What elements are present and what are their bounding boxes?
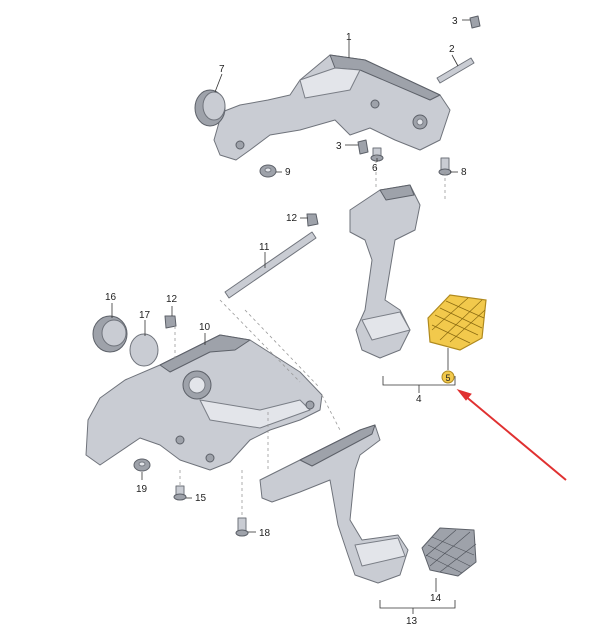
cap-part-17	[129, 333, 159, 367]
leader-lines	[111, 19, 470, 614]
clip-part-3-top	[469, 15, 481, 29]
callout-15: 15	[195, 493, 207, 504]
pedal-pad-part-14	[421, 527, 477, 577]
callout-13: 13	[406, 616, 418, 627]
bolt-part-18	[235, 517, 249, 537]
callout-7: 7	[219, 64, 225, 75]
upper-bearing-bracket	[213, 54, 451, 161]
callout-17: 17	[139, 310, 151, 321]
callout-4: 4	[416, 394, 422, 405]
callout-3-top: 3	[452, 16, 458, 27]
callout-18: 18	[259, 528, 271, 539]
clip-part-12-top	[306, 213, 319, 227]
cap-part-7	[194, 89, 226, 127]
callout-19: 19	[136, 484, 148, 495]
bolt-part-15	[173, 485, 187, 501]
rod-part-11	[224, 231, 317, 299]
clutch-pedal-part-13	[259, 424, 409, 584]
brake-pedal-part-4	[349, 184, 421, 359]
clip-part-3-mid	[357, 139, 369, 155]
callout-9: 9	[285, 167, 291, 178]
callout-2: 2	[449, 44, 455, 55]
nut-part-19	[133, 458, 151, 472]
pin-part-2	[436, 57, 475, 84]
callout-1: 1	[346, 32, 352, 43]
pedal-pad-part-5	[427, 294, 487, 351]
assembly-dashed-lines	[174, 154, 446, 518]
callout-11: 11	[259, 242, 270, 253]
callout-16: 16	[105, 292, 117, 303]
callout-12-lower: 12	[166, 294, 178, 305]
red-pointer-arrow	[456, 389, 567, 481]
callout-labels: 1 2 3 3 4 6 7 8 9 10 11 12 12 13 14 15 1…	[105, 16, 467, 627]
clip-part-12-lower	[164, 315, 177, 329]
callout-5: 5	[445, 373, 450, 383]
callout-5-badge: 5	[441, 370, 455, 384]
callout-3-mid: 3	[336, 141, 342, 152]
callout-14: 14	[430, 593, 442, 604]
callout-8: 8	[461, 167, 467, 178]
nut-part-9	[259, 164, 277, 178]
callout-12-top: 12	[286, 213, 298, 224]
callout-10: 10	[199, 322, 211, 333]
pedal-pad-part-5-highlight	[427, 294, 487, 351]
cap-part-16	[92, 315, 128, 353]
callout-6: 6	[372, 163, 378, 174]
lower-bearing-bracket	[85, 334, 323, 471]
